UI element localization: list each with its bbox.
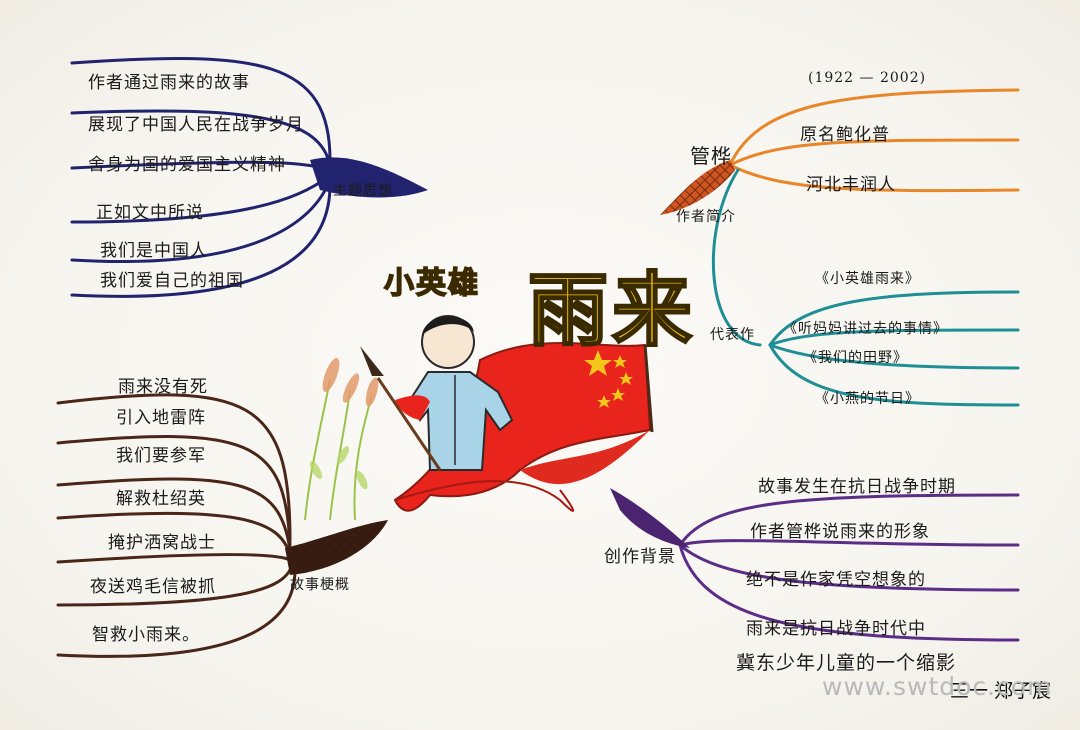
title-main: 雨来 [527, 263, 696, 359]
background-branch-trunk [610, 488, 690, 548]
story-item: 解救杜绍英 [116, 489, 206, 509]
author-years: (1922 — 2002) [808, 70, 927, 86]
story-branch-lines [56, 393, 297, 658]
story-item: 智救小雨来。 [92, 625, 200, 645]
theme-item: 作者通过雨来的故事 [88, 73, 250, 93]
background-item: 故事发生在抗日战争时期 [758, 477, 956, 497]
author-name: 管桦 [690, 144, 732, 168]
story-branch-label: 故事梗概 [290, 577, 350, 593]
theme-item: 展现了中国人民在战争岁月 [88, 115, 304, 135]
theme-branch-label: 主题思想 [333, 183, 393, 199]
theme-branch-lines [70, 56, 332, 298]
theme-item: 我们是中国人 [100, 241, 208, 261]
theme-branch-trunk [310, 157, 428, 198]
center-illustration [304, 315, 654, 521]
theme-item: 舍身为国的爱国主义精神 [88, 155, 286, 175]
background-branch-lines [678, 493, 1020, 642]
boy-figure [395, 315, 514, 471]
title-subtitle: 小英雄 [383, 265, 480, 302]
background-item: 冀东少年儿童的一个缩影 [736, 652, 957, 674]
author-item: 原名鲍化普 [800, 125, 890, 145]
watermark: www.swtdoc.com [822, 672, 1053, 701]
reeds [304, 379, 373, 521]
works-item: 《听妈妈讲过去的事情》 [783, 321, 948, 337]
author-branch-label: 作者简介 [676, 209, 736, 225]
theme-item: 我们爱自己的祖国 [100, 271, 244, 291]
author-branch-lines [728, 88, 1020, 193]
background-branch-label: 创作背景 [604, 547, 676, 567]
works-branch-label: 代表作 [710, 327, 755, 343]
story-item: 夜送鸡毛信被抓 [90, 577, 216, 597]
author-item: 河北丰润人 [806, 175, 896, 195]
story-item: 掩护洒窝战士 [108, 533, 216, 553]
works-item: 《我们的田野》 [803, 350, 908, 366]
works-branch-lines [711, 168, 1020, 407]
story-item: 雨来没有死 [118, 377, 208, 397]
background-item: 雨来是抗日战争时代中 [746, 619, 926, 639]
story-item: 我们要参军 [116, 446, 206, 466]
author-signature: 三一 郑子宸 [950, 680, 1052, 702]
spear [360, 346, 442, 471]
works-item: 《小英雄雨来》 [815, 271, 920, 287]
works-item: 《小燕的节日》 [815, 391, 920, 407]
story-item: 引入地雷阵 [116, 408, 206, 428]
flag-stars [584, 350, 633, 408]
background-item: 作者管桦说雨来的形象 [750, 522, 930, 542]
theme-item: 正如文中所说 [96, 203, 204, 223]
background-item: 绝不是作家凭空想象的 [746, 570, 926, 590]
